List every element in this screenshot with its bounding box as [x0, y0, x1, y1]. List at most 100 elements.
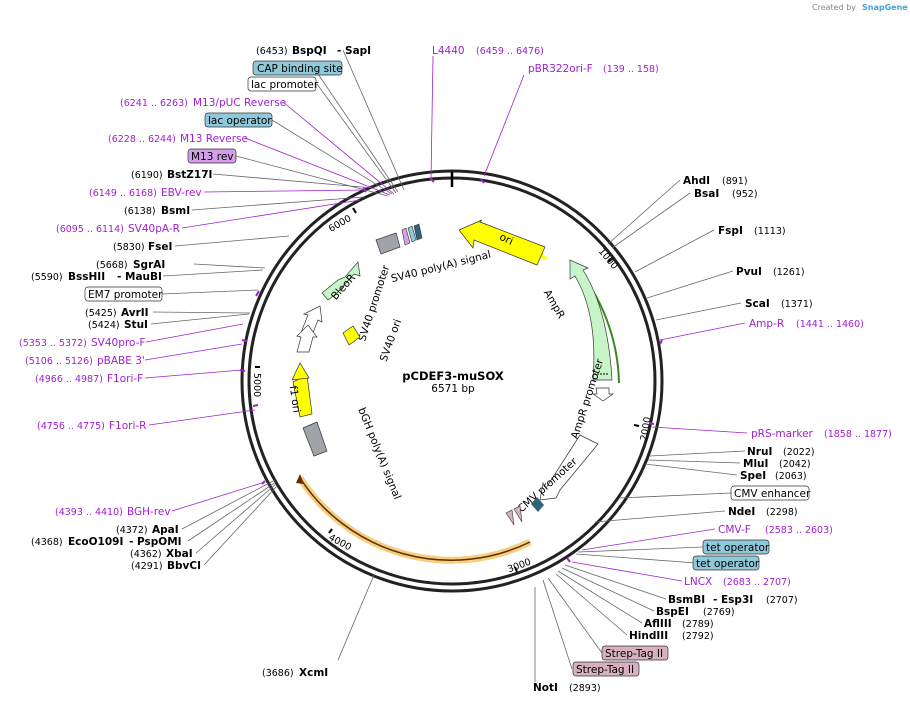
stui-label: StuI: [124, 319, 148, 331]
plasmid-title: pCDEF3-muSOX 6571 bp: [402, 369, 504, 395]
pbr322-label: pBR322ori-F: [528, 63, 593, 75]
cap-label: CAP binding site: [257, 63, 343, 75]
avrii-pos: (5425): [85, 308, 117, 319]
backbone: [240, 169, 664, 593]
pvui-label: PvuI: [736, 266, 762, 278]
eco-pos: (4368): [31, 537, 63, 548]
strep1-box: [601, 645, 669, 661]
orange-arc: [299, 477, 531, 561]
lac-prom-label: lac promoter: [251, 79, 319, 91]
lac-op-label: lac operator: [208, 115, 272, 127]
feature-strep-tags: [505, 505, 523, 526]
f1orir-pos: (4756 .. 4775): [37, 421, 105, 432]
backbone-arcs: [296, 262, 620, 564]
scai-pos: (1371): [781, 299, 813, 310]
sv40pa-pos: (6095 .. 6114): [56, 224, 124, 235]
snapgene-credit: Created by SnapGene: [812, 3, 908, 12]
strep2-box: [572, 661, 640, 677]
mlui-label: MluI: [743, 458, 768, 470]
eco-label: EcoO109I: [68, 536, 123, 548]
aflii-pos: (2789): [682, 619, 714, 630]
bsmi-label: BsmI: [161, 205, 190, 217]
feature-white-arrow: [296, 324, 318, 353]
sv40pro-label: SV40pro-F: [91, 337, 145, 349]
tetop1-box: [702, 539, 770, 555]
xbai-label: XbaI: [166, 548, 193, 560]
nrui-label: NruI: [747, 446, 772, 458]
apai-label: ApaI: [152, 524, 179, 536]
spei-pos: (2063): [775, 471, 807, 482]
labels-right: AhdI (891) BsaI (952) FspI (1113) PvuI (…: [533, 175, 892, 694]
m13rev-label: M13 Reverse: [180, 133, 248, 145]
noti-label: NotI: [533, 682, 558, 694]
noti-pos: (2893): [569, 683, 601, 694]
hindiii-pos: (2792): [682, 631, 714, 642]
tick-label-2000: 2000: [639, 416, 654, 442]
f1-ori-label: f1 ori: [287, 385, 303, 414]
f1orif-label: F1ori-F: [107, 373, 143, 385]
prs-label: pRS-marker: [751, 428, 814, 440]
strep2-label: Strep-Tag II: [576, 664, 634, 676]
spei-label: SpeI: [740, 470, 766, 482]
feature-bleor: BleoR: [321, 261, 361, 303]
sgrai-label: SgrAI: [133, 259, 165, 271]
f1orir-label: F1ori-R: [109, 420, 146, 432]
pbabe-label: pBABE 3': [97, 355, 145, 367]
tick-label-5000: 5000: [251, 373, 262, 397]
pbabe-pos: (5106 .. 5126): [25, 356, 93, 367]
bsmi-pos: (6138): [124, 206, 156, 217]
sv40pa-label: SV40pA-R: [128, 223, 180, 235]
mlui-pos: (2042): [779, 459, 811, 470]
leader-lines-right: [534, 179, 748, 682]
ndei-pos: (2298): [766, 507, 798, 518]
bstz-label: BstZ17I: [167, 169, 212, 181]
feature-f1-ori: f1 ori: [287, 362, 313, 418]
fsei-pos: (5830): [113, 242, 145, 253]
l4440-pos: (6459 .. 6476): [476, 46, 544, 57]
ahdi-label: AhdI: [683, 175, 710, 187]
ndei-label: NdeI: [728, 506, 755, 518]
ebv-label: EBV-rev: [161, 187, 202, 199]
lncx-pos: (2683 .. 2707): [723, 577, 791, 588]
leader-lines: [144, 49, 525, 661]
plasmid-length: 6571 bp: [431, 383, 475, 395]
bstz-pos: (6190): [131, 170, 163, 181]
avrii-label: AvrII: [121, 307, 149, 319]
scai-label: ScaI: [745, 298, 770, 310]
labels-top: L4440 (6459 .. 6476) pBR322ori-F (139 ..…: [432, 45, 659, 75]
cmvf-label: CMV-F: [718, 524, 751, 536]
sv40-polya-label: SV40 poly(A) signal: [390, 249, 492, 285]
sapi-label: - SapI: [337, 45, 371, 57]
credit-text: Created by: [812, 3, 856, 12]
em7-box: [84, 286, 163, 302]
bsmbi-pos: (2707): [766, 595, 798, 606]
tetop2-label: tet operator: [696, 558, 760, 570]
lac-prom-box: [247, 76, 317, 92]
tetop1-label: tet operator: [706, 542, 770, 554]
bsmbi-label: BsmBI: [668, 594, 705, 606]
prs-pos: (1858 .. 1877): [824, 429, 892, 440]
cmv-promoter-label: CMV promoter: [515, 455, 580, 515]
cmv-small-feature: [531, 497, 544, 512]
ampr-primer-pos: (1441 .. 1460): [796, 319, 864, 330]
m13puc-label: M13/pUC Reverse: [193, 97, 286, 109]
sv40-ori-label: SV40 ori: [378, 318, 404, 364]
cmv-enh-label: CMV enhancer: [734, 488, 811, 500]
hindiii-label: HindIII: [629, 630, 668, 642]
fspi-pos: (1113): [754, 226, 786, 237]
bbvci-pos: (4291): [131, 561, 163, 572]
strep1-label: Strep-Tag II: [605, 648, 663, 660]
ori-label: ori: [497, 231, 514, 248]
pspomi-label: - PspOMI: [129, 536, 182, 548]
bghrev-label: BGH-rev: [127, 506, 171, 518]
sv40pro-pos: (5353 .. 5372): [19, 338, 87, 349]
fsei-label: FseI: [148, 241, 172, 253]
bsshii-pos: (5590): [31, 272, 63, 283]
em7-label: EM7 promoter: [88, 289, 163, 301]
fspi-label: FspI: [718, 225, 743, 237]
bsai-pos: (952): [732, 189, 758, 200]
stui-pos: (5424): [88, 320, 120, 331]
cmv-enh-box: [730, 485, 810, 501]
maubi-label: - MauBI: [117, 271, 162, 283]
